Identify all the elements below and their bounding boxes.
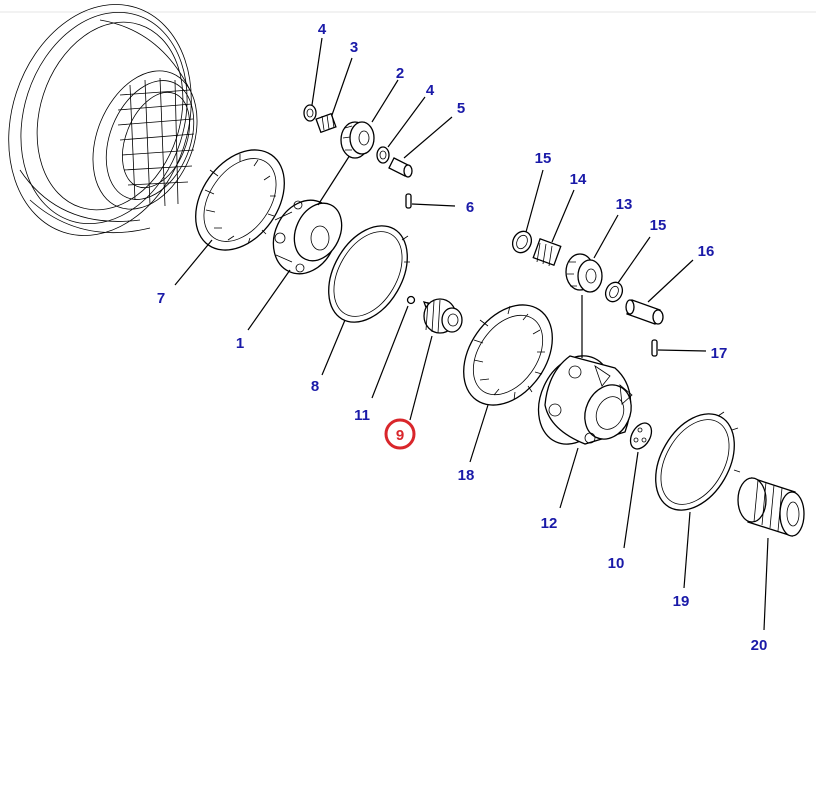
leader-16 <box>647 259 694 303</box>
leader-14 <box>551 189 575 243</box>
part-2-gear-drawing <box>340 121 375 159</box>
part-8-ring-drawing <box>328 225 410 323</box>
label-part-13: 13 <box>616 196 633 213</box>
label-part-20: 20 <box>751 637 768 654</box>
part-19-ring-drawing <box>655 411 741 511</box>
housing-drawing <box>8 4 198 236</box>
label-part-19: 19 <box>673 593 690 610</box>
label-part-4-lower: 4 <box>426 82 435 99</box>
label-part-4-upper: 4 <box>318 21 327 38</box>
label-part-10: 10 <box>608 555 625 572</box>
label-part-6: 6 <box>466 199 474 216</box>
part-4a-washer-drawing <box>303 104 317 122</box>
part-1-carrier-drawing <box>272 199 343 275</box>
part-15a-washer-drawing <box>511 230 533 254</box>
part-17-pin-drawing <box>651 339 658 357</box>
label-part-11: 11 <box>354 407 370 424</box>
label-part-7: 7 <box>157 290 165 307</box>
part-18-ring-drawing <box>463 304 553 406</box>
leader-1-up <box>317 154 351 206</box>
label-part-15-lower: 15 <box>650 217 667 234</box>
leader-17 <box>657 349 707 352</box>
leader-15b <box>617 236 651 284</box>
leader-12 <box>559 447 579 509</box>
part-12-carrier-drawing <box>537 355 633 445</box>
label-part-2: 2 <box>396 65 404 82</box>
highlight-circle-part-9 <box>384 418 416 450</box>
leader-13 <box>593 214 619 259</box>
part-16-shaft-drawing <box>625 299 664 325</box>
leader-19 <box>683 511 691 589</box>
leader-18 <box>469 404 489 463</box>
label-part-15-upper: 15 <box>535 150 552 167</box>
leader-7 <box>174 239 213 286</box>
label-part-17: 17 <box>711 345 728 362</box>
leader-9 <box>409 335 433 421</box>
part-15b-washer-drawing <box>604 281 624 303</box>
leader-8 <box>321 319 346 376</box>
label-part-5: 5 <box>457 100 465 117</box>
leader-10 <box>623 451 639 549</box>
leader-4a <box>311 37 323 106</box>
label-part-9[interactable]: 9 <box>396 427 404 444</box>
leader-5 <box>403 116 453 159</box>
part-3-bearing-drawing <box>315 112 337 134</box>
leader-4b <box>387 96 426 148</box>
label-part-12: 12 <box>541 515 558 532</box>
part-14-bearing-drawing <box>532 238 562 267</box>
label-part-3: 3 <box>350 39 358 56</box>
part-11-ball-drawing <box>406 295 416 305</box>
leader-20 <box>763 537 769 631</box>
part-4b-washer-drawing <box>376 146 390 164</box>
leader-1 <box>247 269 291 331</box>
part-20-bearing-drawing <box>737 477 805 537</box>
part-9-bearing-drawing <box>422 298 463 334</box>
leader-3 <box>331 57 353 116</box>
label-part-1: 1 <box>236 335 244 352</box>
part-13-gear-drawing <box>565 253 603 293</box>
leader-11 <box>371 305 409 399</box>
part-5-shaft-drawing <box>388 157 413 178</box>
label-part-18: 18 <box>458 467 475 484</box>
label-part-8: 8 <box>311 378 319 395</box>
leader-15a <box>525 169 544 233</box>
part-6-pin-drawing <box>405 193 412 209</box>
label-part-16: 16 <box>698 243 715 260</box>
part-10-washer-drawing <box>629 422 653 450</box>
part-7-ring-drawing <box>195 149 285 251</box>
label-part-14: 14 <box>570 171 587 188</box>
leader-2 <box>371 79 399 123</box>
leader-6 <box>411 203 456 207</box>
